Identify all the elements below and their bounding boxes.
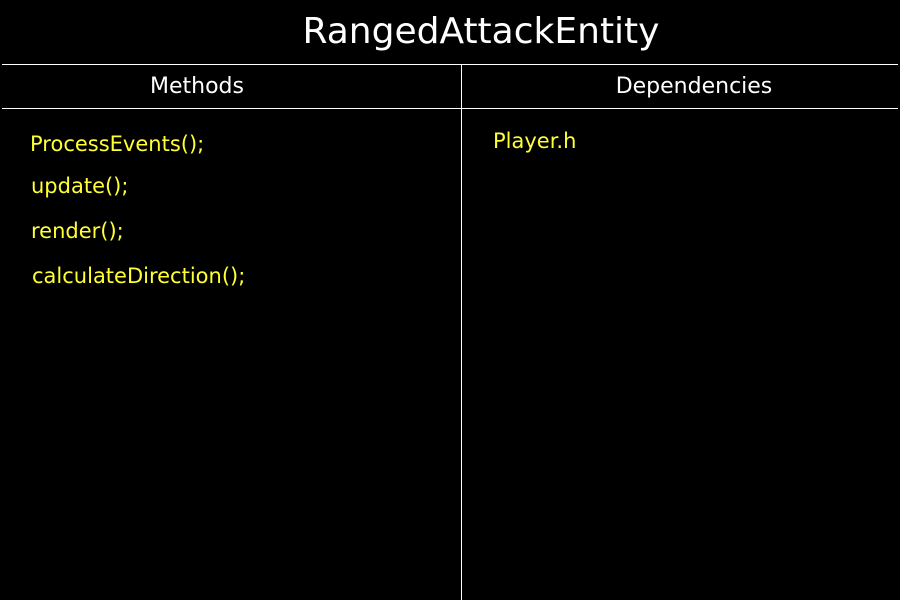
method-item: ProcessEvents(); [30,132,205,156]
title-divider [2,64,898,65]
method-item: render(); [31,219,124,243]
dependency-item: Player.h [493,129,577,153]
class-title: RangedAttackEntity [302,11,660,52]
header-divider [2,108,898,109]
dependencies-header: Dependencies [615,74,773,99]
column-divider [461,64,462,600]
method-item: calculateDirection(); [32,264,246,288]
methods-header: Methods [150,74,244,99]
method-item: update(); [31,174,129,198]
